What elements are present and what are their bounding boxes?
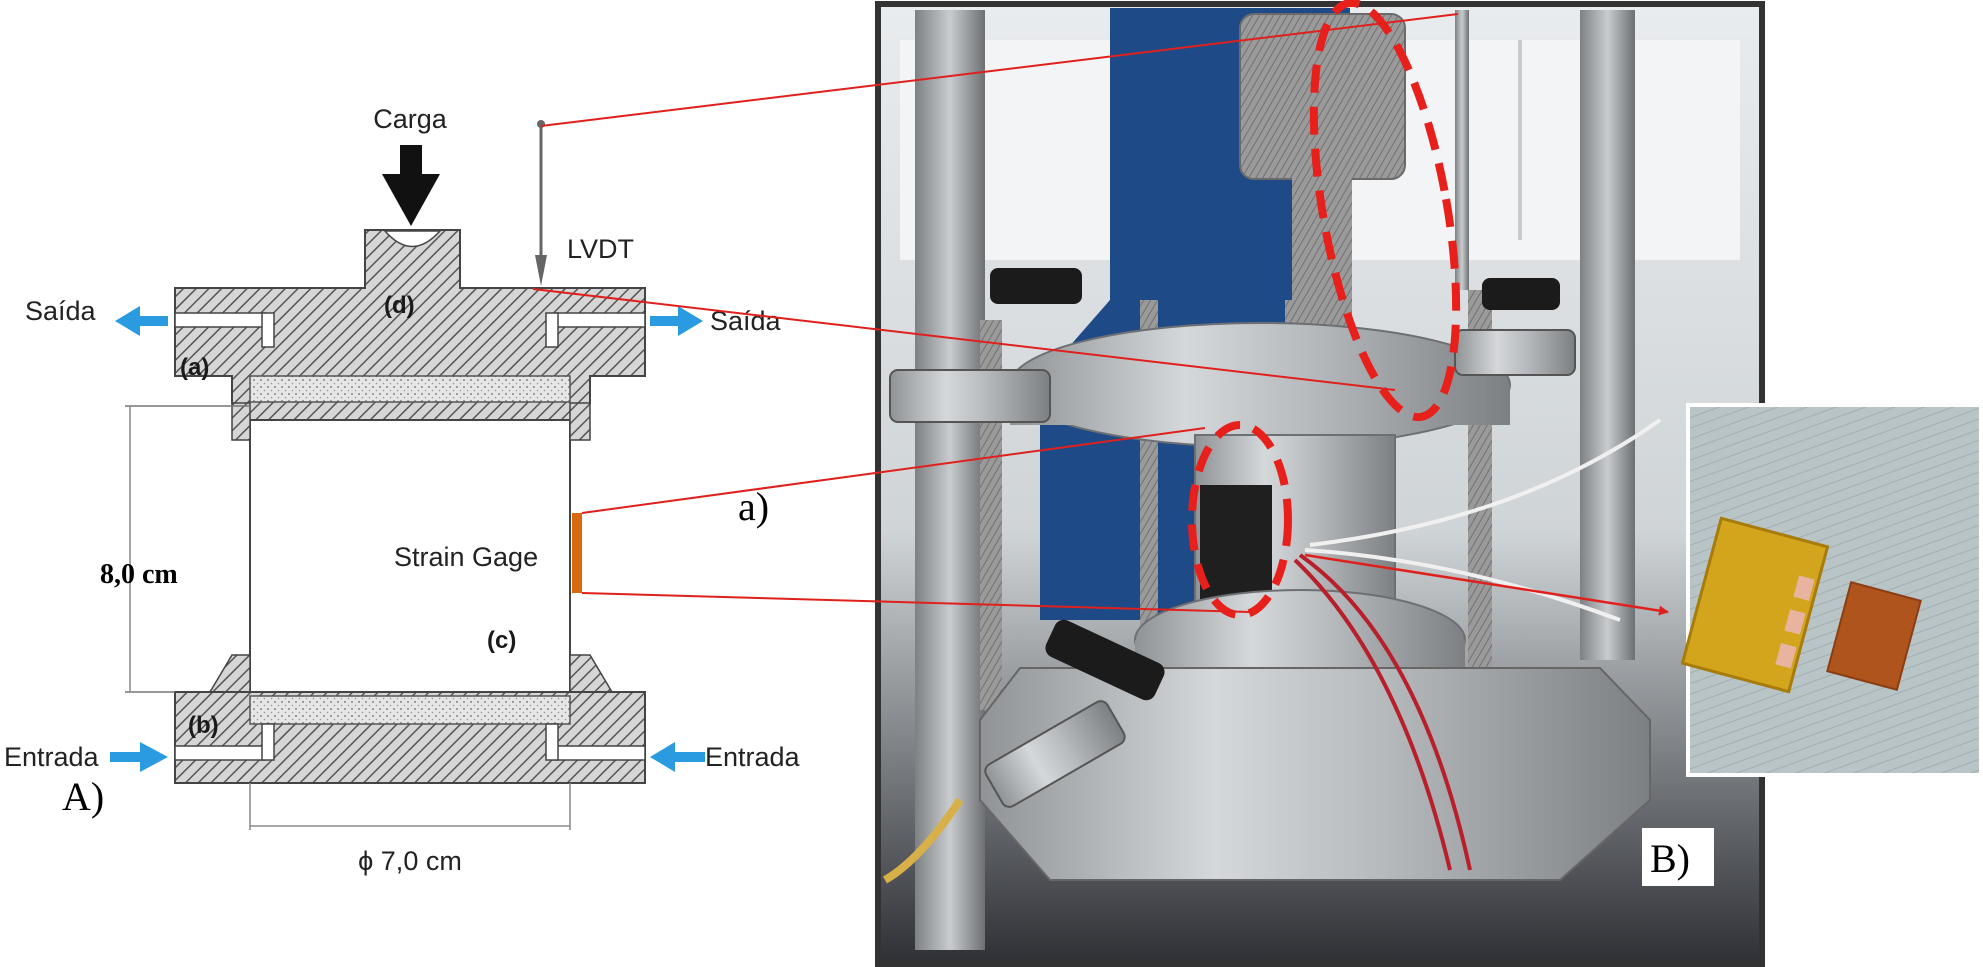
part-d-label: (d) (384, 292, 415, 319)
lvdt-probe-tip (535, 255, 547, 286)
gage-wire-4 (1309, 418, 1662, 547)
gage-wire-1 (1298, 553, 1472, 871)
lvdt-rod (1455, 10, 1469, 290)
top-porous-stone (249, 375, 571, 403)
gage-foil-small (1826, 581, 1922, 691)
frame-post-right (1580, 10, 1635, 660)
connector-top-cap (532, 288, 1396, 391)
bottom-porous-stone (249, 695, 571, 725)
outlet-arrow-right (650, 306, 703, 336)
outlet-arrow-left (115, 306, 168, 336)
flange-left-top (231, 402, 251, 441)
inlet-label-left: Entrada (4, 742, 100, 772)
outlet-channel-right (554, 312, 646, 328)
sub-a-label: a) (738, 484, 769, 529)
apparatus-photo (875, 0, 1765, 967)
lvdt-label: LVDT (567, 234, 634, 264)
valve-right-body (1454, 329, 1576, 376)
valve-right-handle (1482, 278, 1560, 310)
frame-post-left (915, 10, 985, 950)
gage-pad-3 (1775, 643, 1797, 669)
piston-seat (383, 230, 442, 248)
inlet-arrow-left (110, 742, 168, 772)
inlet-slot-right (545, 723, 559, 761)
cell-schematic: Carga LVDT Saída Saída Entrada Entrada (… (4, 104, 801, 876)
strain-gage-label: Strain Gage (394, 542, 538, 572)
base-plate (979, 667, 1651, 881)
drain-slot-right (545, 312, 559, 348)
load-arrow-shaft (400, 145, 422, 177)
strain-gage-mount (1200, 485, 1272, 600)
panel-b-label: B) (1650, 836, 1690, 881)
connector-lvdt (540, 13, 1459, 127)
drain-slot-left (261, 312, 275, 348)
connector-gage-top (581, 427, 1206, 514)
top-cap (174, 229, 646, 421)
valve-bottom-body (984, 700, 1126, 808)
valve-left-handle (990, 268, 1082, 304)
valve-left-body (889, 369, 1051, 423)
height-label: 8,0 cm (100, 559, 178, 590)
inlet-label-right: Entrada (705, 742, 801, 772)
inlet-slot-left (261, 723, 275, 761)
connector-inset (1304, 553, 1669, 616)
panel-b-label-bg (1642, 828, 1714, 886)
strain-gage-element (572, 513, 582, 593)
inlet-channel-right (554, 745, 646, 761)
supply-tube (882, 797, 964, 884)
flange-right-top (569, 402, 591, 441)
gage-pad-1 (1793, 575, 1815, 601)
specimen-cylinder (249, 419, 571, 693)
part-a-label: (a) (180, 354, 209, 381)
highlight-loading-assembly (1309, 0, 1461, 422)
load-label: Carga (373, 104, 448, 134)
lvdt-probe-head (537, 120, 545, 128)
load-arrow-head (382, 174, 440, 226)
part-b-label: (b) (188, 712, 219, 739)
outlet-channel-left (174, 312, 266, 328)
strain-gage-inset (1680, 403, 1983, 777)
highlight-strain-gage (1188, 421, 1292, 619)
gage-pad-2 (1784, 609, 1806, 635)
inlet-arrow-right (650, 742, 705, 772)
connector-gage-bottom (581, 592, 1251, 613)
diameter-label: ϕ 7,0 cm (358, 846, 462, 876)
part-c-label: (c) (487, 627, 516, 654)
connector-lines (532, 13, 1669, 616)
flange-left-bottom (208, 654, 251, 693)
flange-right-bottom (569, 654, 614, 693)
gage-wire-2 (1293, 558, 1452, 871)
panel-a-label: A) (62, 774, 104, 819)
inlet-channel-left (174, 745, 266, 761)
valve-bottom-handle (1045, 619, 1165, 701)
outlet-label-left: Saída (25, 296, 97, 326)
gage-wire-3 (1304, 548, 1621, 622)
